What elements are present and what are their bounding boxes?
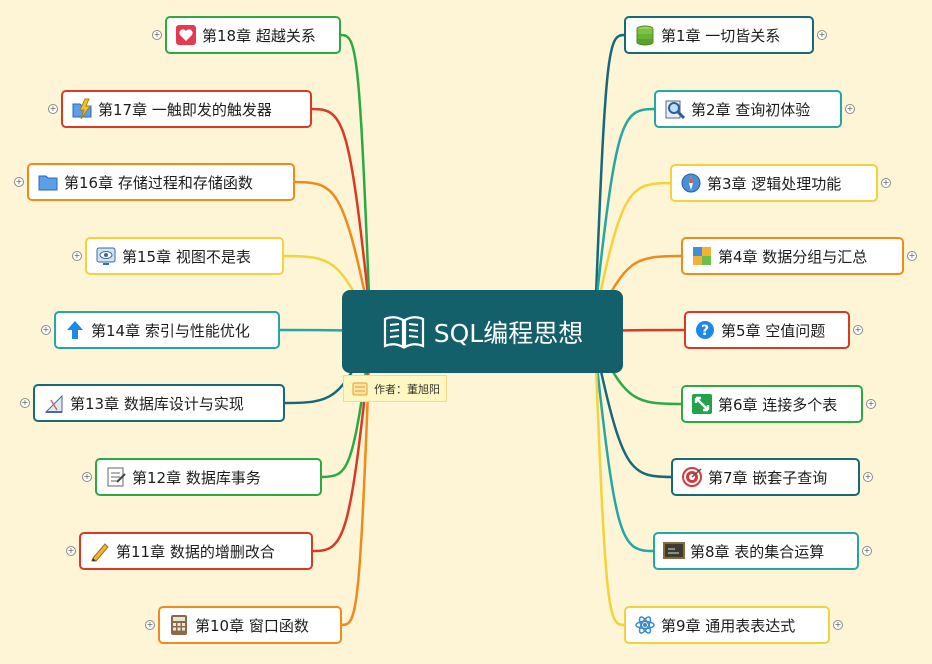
chapter-12-expand-toggle[interactable]: + bbox=[82, 472, 92, 482]
chapter-12-topic[interactable]: 第12章 数据库事务 bbox=[95, 458, 322, 496]
chapter-16-expand-toggle[interactable]: + bbox=[14, 177, 24, 187]
chapter-9-label: 第9章 通用表表达式 bbox=[661, 616, 796, 635]
chapter-2-label: 第2章 查询初体验 bbox=[691, 100, 811, 119]
chapter-2-connector bbox=[594, 107, 656, 306]
chapter-17-expand-toggle[interactable]: + bbox=[48, 104, 58, 114]
chapter-3-connector bbox=[594, 181, 672, 315]
chapter-14-topic[interactable]: 第14章 索引与性能优化 bbox=[54, 311, 280, 349]
chapter-13-topic[interactable]: 第13章 数据库设计与实现 bbox=[33, 384, 285, 422]
chapter-6-label: 第6章 连接多个表 bbox=[718, 395, 838, 414]
chapter-8-connector bbox=[594, 356, 655, 553]
author-note[interactable]: 作者：董旭阳 bbox=[343, 375, 447, 402]
chapter-7-label: 第7章 嵌套子查询 bbox=[708, 468, 828, 487]
atom-icon bbox=[634, 614, 656, 636]
chapter-13-expand-toggle[interactable]: + bbox=[20, 398, 30, 408]
chapter-14-expand-toggle[interactable]: + bbox=[41, 325, 51, 335]
chapter-7-expand-toggle[interactable]: + bbox=[863, 472, 873, 482]
chapter-8-expand-toggle[interactable]: + bbox=[862, 546, 872, 556]
note-icon bbox=[352, 382, 368, 395]
chapter-15-label: 第15章 视图不是表 bbox=[122, 247, 251, 266]
chapter-3-topic[interactable]: 第3章 逻辑处理功能 bbox=[670, 164, 878, 202]
chapter-6-expand-toggle[interactable]: + bbox=[866, 399, 876, 409]
chapter-7-connector bbox=[594, 347, 673, 479]
chapter-17-connector bbox=[310, 107, 371, 306]
chalkboard-icon bbox=[663, 540, 685, 562]
chapter-15-topic[interactable]: 第15章 视图不是表 bbox=[85, 237, 284, 275]
chapter-8-topic[interactable]: 第8章 表的集合运算 bbox=[653, 532, 859, 570]
chapter-3-label: 第3章 逻辑处理功能 bbox=[707, 174, 842, 193]
chapter-14-label: 第14章 索引与性能优化 bbox=[91, 321, 250, 340]
chapter-18-label: 第18章 超越关系 bbox=[202, 26, 316, 45]
monitor-eye-icon bbox=[95, 245, 117, 267]
central-topic-title: SQL编程思想 bbox=[433, 318, 584, 348]
expand-arrows-icon bbox=[691, 393, 713, 415]
pencil-icon bbox=[89, 540, 111, 562]
chapter-11-topic[interactable]: 第11章 数据的增删改合 bbox=[79, 532, 313, 570]
chapter-1-label: 第1章 一切皆关系 bbox=[661, 26, 781, 45]
chapter-9-expand-toggle[interactable]: + bbox=[833, 620, 843, 630]
chapter-2-expand-toggle[interactable]: + bbox=[845, 104, 855, 114]
heart-icon bbox=[175, 24, 197, 46]
chapter-16-connector bbox=[293, 180, 371, 315]
chapter-10-topic[interactable]: 第10章 窗口函数 bbox=[158, 606, 342, 644]
chapter-10-label: 第10章 窗口函数 bbox=[195, 616, 309, 635]
open-book-icon bbox=[383, 315, 424, 349]
calculator-icon bbox=[168, 614, 190, 636]
chapter-4-expand-toggle[interactable]: + bbox=[907, 251, 917, 261]
chapter-18-connector bbox=[339, 33, 371, 297]
chapter-1-topic[interactable]: 第1章 一切皆关系 bbox=[624, 16, 814, 54]
chapter-18-expand-toggle[interactable]: + bbox=[152, 30, 162, 40]
chapter-10-connector bbox=[340, 365, 371, 627]
chapter-13-label: 第13章 数据库设计与实现 bbox=[70, 394, 244, 413]
chapter-18-topic[interactable]: 第18章 超越关系 bbox=[165, 16, 341, 54]
chapter-11-connector bbox=[311, 356, 371, 553]
svg-text:?: ? bbox=[701, 323, 709, 339]
lightning-folder-icon bbox=[71, 98, 93, 120]
chapter-5-expand-toggle[interactable]: + bbox=[853, 325, 863, 335]
chapter-1-connector bbox=[594, 33, 626, 297]
chapter-16-topic[interactable]: 第16章 存储过程和存储函数 bbox=[27, 163, 295, 201]
magnifier-icon bbox=[664, 98, 686, 120]
arrow-up-icon bbox=[64, 319, 86, 341]
folder-icon bbox=[37, 171, 59, 193]
puzzle-icon bbox=[691, 245, 713, 267]
chapter-9-topic[interactable]: 第9章 通用表表达式 bbox=[624, 606, 830, 644]
chapter-1-expand-toggle[interactable]: + bbox=[817, 30, 827, 40]
chapter-4-label: 第4章 数据分组与汇总 bbox=[718, 247, 868, 266]
chapter-7-topic[interactable]: 第7章 嵌套子查询 bbox=[671, 458, 860, 496]
chapter-3-expand-toggle[interactable]: + bbox=[881, 178, 891, 188]
chapter-9-connector bbox=[594, 365, 626, 627]
chapter-16-label: 第16章 存储过程和存储函数 bbox=[64, 173, 253, 192]
question-icon: ? bbox=[694, 319, 716, 341]
author-note-text: 作者：董旭阳 bbox=[374, 382, 440, 396]
drafting-icon bbox=[43, 392, 65, 414]
database-stack-icon bbox=[634, 24, 656, 46]
chapter-17-label: 第17章 一触即发的触发器 bbox=[98, 100, 272, 119]
chapter-2-topic[interactable]: 第2章 查询初体验 bbox=[654, 90, 842, 128]
chapter-11-expand-toggle[interactable]: + bbox=[66, 546, 76, 556]
chapter-5-label: 第5章 空值问题 bbox=[721, 321, 826, 340]
central-topic[interactable]: SQL编程思想 bbox=[342, 290, 623, 373]
chapter-5-topic[interactable]: ? 第5章 空值问题 bbox=[684, 311, 850, 349]
chapter-11-label: 第11章 数据的增删改合 bbox=[116, 542, 275, 561]
chapter-8-label: 第8章 表的集合运算 bbox=[690, 542, 825, 561]
compass-icon bbox=[680, 172, 702, 194]
target-icon bbox=[681, 466, 703, 488]
chapter-12-label: 第12章 数据库事务 bbox=[132, 468, 261, 487]
chapter-6-topic[interactable]: 第6章 连接多个表 bbox=[681, 385, 863, 423]
chapter-10-expand-toggle[interactable]: + bbox=[145, 620, 155, 630]
chapter-15-expand-toggle[interactable]: + bbox=[72, 251, 82, 261]
chapter-4-topic[interactable]: 第4章 数据分组与汇总 bbox=[681, 237, 904, 275]
chapter-17-topic[interactable]: 第17章 一触即发的触发器 bbox=[61, 90, 312, 128]
checklist-icon bbox=[105, 466, 127, 488]
